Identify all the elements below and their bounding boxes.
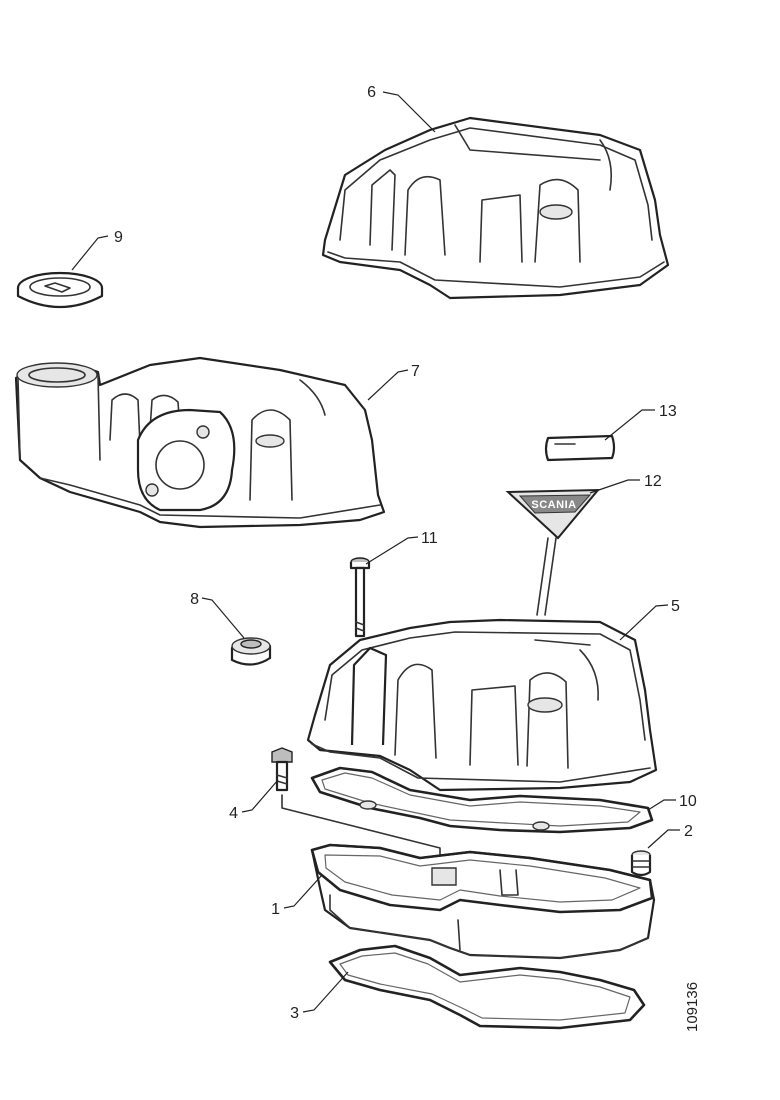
- leader-8: [201, 597, 245, 639]
- callout-13: 13: [659, 403, 677, 420]
- callout-6: 6: [367, 84, 376, 101]
- callouts: 6 9 7 13 12 11 8 5 4 10 2 1 3: [114, 84, 697, 1022]
- leader-4: [241, 779, 279, 813]
- part-7-valve-cover-with-filler: [14, 356, 386, 529]
- part-8-plug: [230, 637, 272, 666]
- leader-lines: [71, 91, 680, 1013]
- leader-13: [604, 409, 655, 441]
- part-2-stud: [630, 850, 652, 877]
- part-5-valve-cover: [306, 618, 658, 792]
- leader-11: [365, 536, 419, 565]
- callout-11: 11: [421, 530, 438, 547]
- leader-5: [619, 604, 669, 641]
- callout-1: 1: [271, 901, 280, 918]
- part-1-cover-frame: [310, 843, 656, 960]
- leader-7: [367, 369, 409, 401]
- leader-6: [382, 91, 436, 133]
- callout-2: 2: [684, 823, 693, 840]
- callout-3: 3: [290, 1005, 299, 1022]
- callout-5: 5: [671, 598, 680, 615]
- part-9-filler-cap: [16, 271, 104, 309]
- callout-12: 12: [644, 473, 662, 490]
- callout-9: 9: [114, 229, 123, 246]
- leader-2: [647, 829, 680, 849]
- part-6-valve-cover: [321, 116, 670, 300]
- callout-7: 7: [411, 363, 420, 380]
- part-10-gasket: [310, 766, 654, 834]
- leader-3: [302, 971, 349, 1013]
- callout-4: 4: [229, 805, 238, 822]
- drawing-number: 109136: [684, 982, 701, 1032]
- callout-8: 8: [190, 591, 199, 608]
- leader-10: [647, 799, 676, 811]
- leader-12: [589, 479, 640, 494]
- part-12-emblem: SCANIA: [505, 488, 601, 616]
- callout-10: 10: [679, 793, 697, 810]
- part-11-bolt: [349, 557, 371, 638]
- part-13-label: [544, 434, 616, 462]
- part-3-lower-gasket: [328, 944, 646, 1030]
- emblem-text: SCANIA: [531, 499, 576, 511]
- leader-9: [71, 235, 109, 271]
- leader-1: [283, 874, 323, 909]
